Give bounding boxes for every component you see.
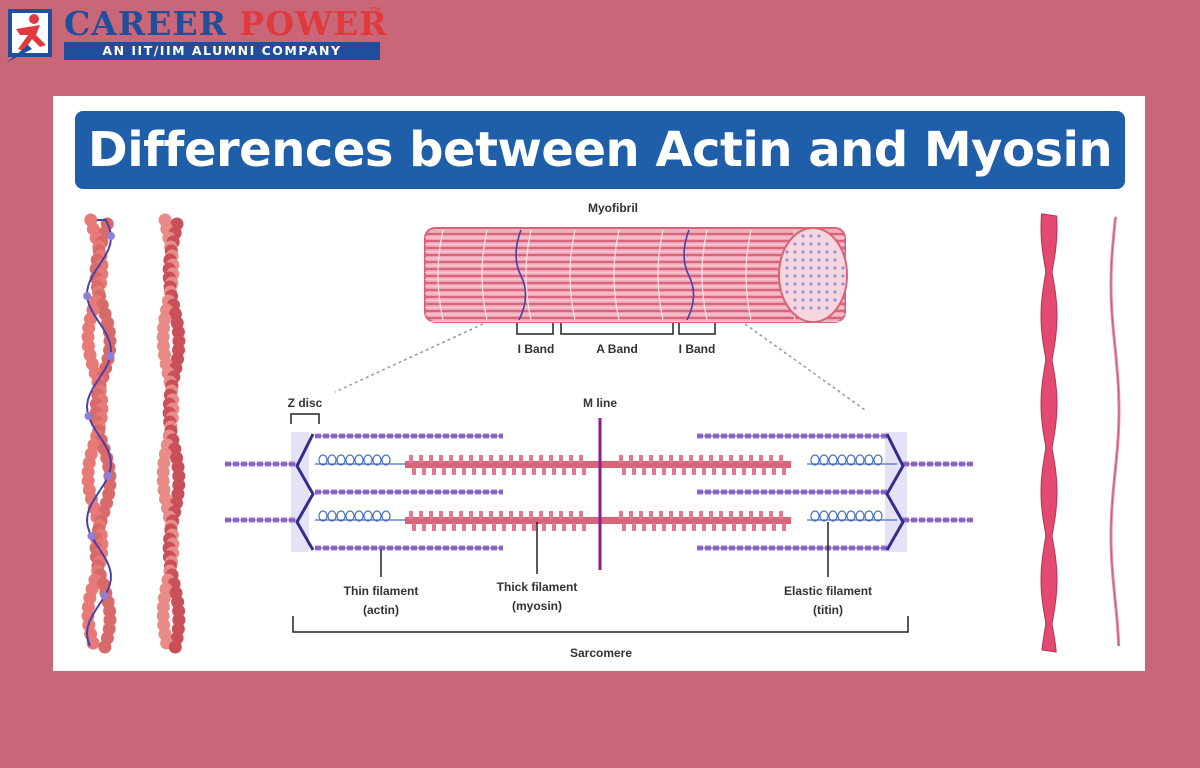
z-disc-bracket (290, 413, 320, 424)
i-band-right-bracket (678, 323, 716, 335)
myofibril-illustration (424, 227, 848, 323)
myofibril-label: Myofibril (588, 201, 638, 215)
z-disc-right (885, 433, 905, 551)
thin-filament-label: Thin filament (344, 584, 419, 598)
actin-strand-illustration-left (81, 213, 117, 654)
i-band-left-label: I Band (518, 342, 555, 356)
z-disc-label: Z disc (288, 396, 323, 410)
titin-strand-illustration (1109, 216, 1121, 647)
myosin-strand-illustration (1040, 213, 1058, 653)
logo-runner-icon (6, 9, 52, 63)
i-band-left-bracket (516, 323, 554, 335)
muscle-diagram: Myofibril I Band A Band I Band Z disc M … (81, 201, 1121, 660)
sarcomere-label: Sarcomere (570, 646, 632, 660)
content-panel: Differences between Actin and Myosin Myo… (53, 96, 1145, 671)
career-power-logo[interactable]: CAREER POWER TM AN IIT/IIM ALUMNI COMPAN… (6, 5, 387, 63)
thin-filament-sublabel: (actin) (363, 603, 399, 617)
elastic-filament-label: Elastic filament (784, 584, 872, 598)
thick-filament-label: Thick filament (497, 580, 578, 594)
zoom-line-left (334, 323, 484, 393)
brand-name: CAREER POWER (64, 4, 388, 43)
actin-strand-illustration-right (156, 213, 186, 654)
page-title: Differences between Actin and Myosin (75, 111, 1125, 189)
sarcomere-bracket (292, 616, 909, 633)
brand-tagline: AN IIT/IIM ALUMNI COMPANY (64, 42, 380, 60)
m-line-label: M line (583, 396, 617, 410)
zoom-line-right (744, 323, 866, 411)
elastic-filament-sublabel: (titin) (813, 603, 843, 617)
sarcomere-illustration (225, 418, 973, 570)
thick-filament-sublabel: (myosin) (512, 599, 562, 613)
trademark-mark: TM (370, 6, 381, 14)
i-band-right-label: I Band (679, 342, 716, 356)
z-disc-left (295, 433, 315, 551)
a-band-label: A Band (596, 342, 638, 356)
a-band-bracket (560, 323, 674, 335)
